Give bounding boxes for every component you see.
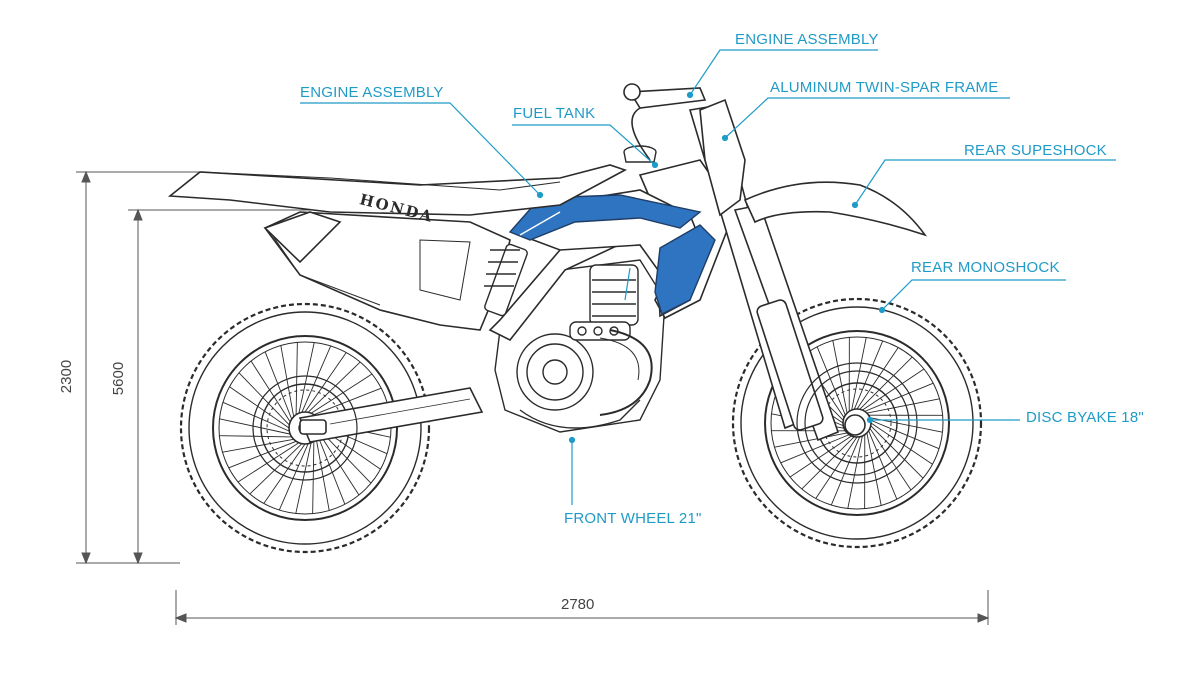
dim-seat-height: 5600 [110,362,127,395]
callout-engine-assembly-top: ENGINE ASSEMBLY [735,31,879,48]
callout-aluminum-twin-spar-frame: ALUMINUM TWIN-SPAR FRAME [770,79,998,96]
fuel-tank-cap [624,146,656,162]
leader-aluminum-frame [725,98,1010,138]
callout-disc-byake: DISC BYAKE 18" [1026,409,1144,426]
wheel-spoke [264,444,305,503]
callout-rear-monoshock: REAR MONOSHOCK [911,259,1060,276]
engine-block [495,260,665,432]
leader-rear-supeshock [855,160,1116,205]
callout-rear-supeshock: REAR SUPESHOCK [964,142,1107,159]
callout-fuel-tank: FUEL TANK [513,105,595,122]
dim-overall-height: 2300 [58,360,75,393]
wheel-spoke [230,387,289,428]
wheel-spoke [305,353,346,412]
callout-front-wheel: FRONT WHEEL 21" [564,510,702,527]
callout-engine-assembly-left: ENGINE ASSEMBLY [300,84,444,101]
leader-rear-monoshock [882,280,1066,310]
wheel-spoke [313,441,314,513]
dim-overall-length: 2780 [561,596,594,613]
wheel-spoke [296,342,297,414]
wheel-spoke [219,436,291,437]
